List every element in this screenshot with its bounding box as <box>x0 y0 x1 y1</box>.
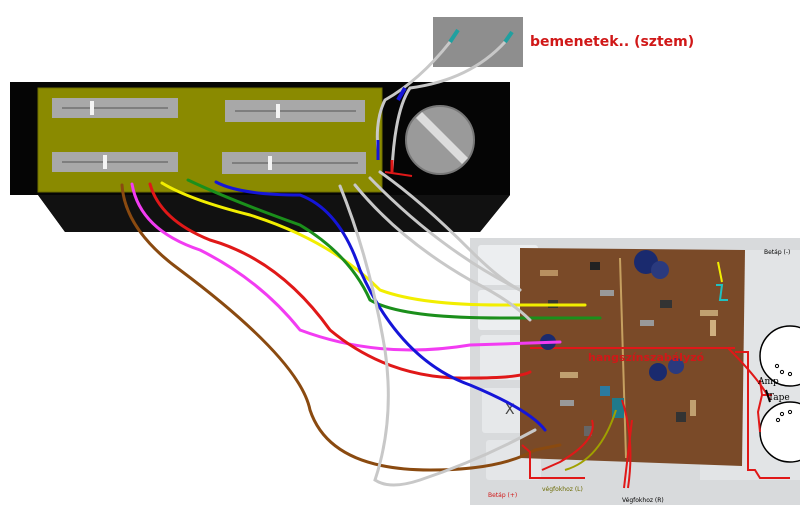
wire-magenta <box>130 182 562 352</box>
wire-blue <box>214 180 547 432</box>
wires <box>120 170 602 487</box>
tape-label: Tape <box>768 393 790 403</box>
wire-green <box>186 178 602 320</box>
slider-1 <box>52 98 178 118</box>
beta-plus-label: Betáp (+) <box>488 492 517 499</box>
hidden-label: hangszínszabályzó <box>588 351 705 364</box>
inputs-label: bemenetek.. (sztem) <box>530 34 694 50</box>
components <box>540 250 718 436</box>
wire-gray-4 <box>378 170 522 292</box>
rotary-switch <box>405 105 475 175</box>
wire-red <box>148 182 532 380</box>
din-connector-amp <box>759 325 800 387</box>
input-connector <box>375 17 523 177</box>
svg-text:X: X <box>505 402 515 418</box>
slider-3 <box>52 152 178 172</box>
slider-4 <box>222 152 366 174</box>
wire-gray-1 <box>338 184 537 487</box>
vegfok-r-label: Végfokhoz (R) <box>622 497 664 504</box>
pcb-board <box>520 248 745 466</box>
amp-label: Amp <box>757 377 779 387</box>
wire-brown <box>120 183 562 472</box>
beta-minus-label: Betáp (-) <box>764 249 790 256</box>
wire-gray-2 <box>353 183 532 322</box>
wire-gray-3 <box>368 176 522 292</box>
vegfok-l-label: végfokhoz (L) <box>542 486 583 493</box>
output-wires <box>521 261 790 489</box>
slider-2 <box>225 100 365 122</box>
